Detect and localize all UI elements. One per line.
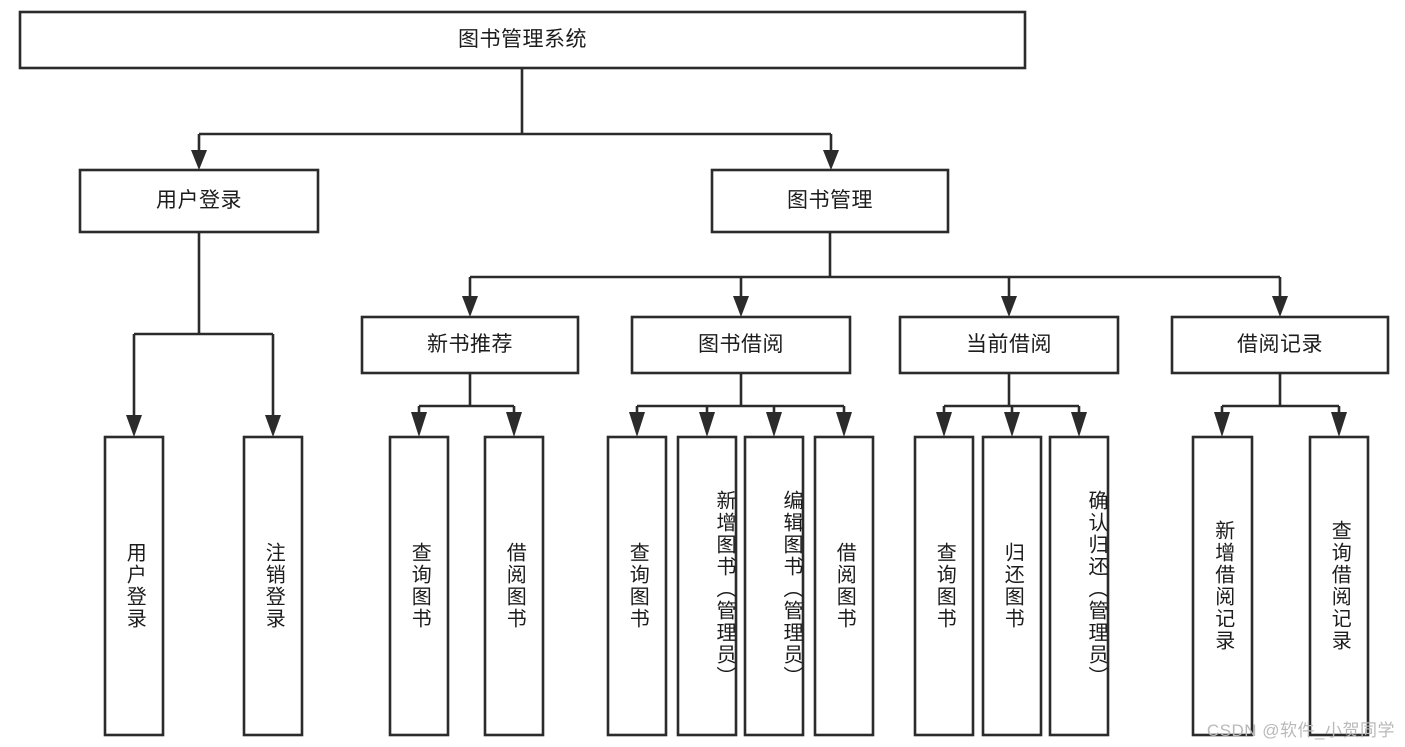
arrow-head-book-borrow	[733, 296, 749, 317]
arrow-head-leaf-user-login	[126, 415, 142, 437]
node-box-new-book-recommend[interactable]	[360, 315, 580, 375]
arrow-head-current-borrow	[1001, 296, 1017, 317]
connectors-book-manage-to-level3	[462, 232, 1288, 317]
node-box-leaf-query-book-1[interactable]	[388, 435, 450, 737]
connectors-book-borrow-to-leaves	[629, 373, 852, 437]
node-box-leaf-logout-login[interactable]	[242, 435, 304, 737]
arrow-head-leaf-return-book	[1004, 412, 1020, 437]
connectors-user-login-to-leaves	[126, 232, 281, 437]
node-box-user-login[interactable]	[78, 168, 320, 234]
arrow-head-leaf-add-book-admin	[699, 412, 715, 437]
connectors-current-borrow-to-leaves	[936, 373, 1087, 437]
connectors-root-to-level2	[191, 68, 839, 170]
arrow-head-leaf-confirm-return-admin	[1071, 412, 1087, 437]
node-box-book-borrow[interactable]	[630, 315, 852, 375]
node-box-leaf-edit-book-admin[interactable]	[743, 435, 805, 737]
arrow-head-leaf-add-borrow-record	[1214, 412, 1230, 437]
connectors-borrow-record-to-leaves	[1214, 373, 1347, 437]
node-box-leaf-add-book-admin[interactable]	[676, 435, 738, 737]
node-box-book-manage[interactable]	[710, 168, 950, 234]
arrow-head-leaf-edit-book-admin	[766, 412, 782, 437]
connectors-new-book-recommend-to-leaves	[411, 373, 522, 437]
arrow-head-book-manage	[823, 150, 839, 170]
arrow-head-leaf-borrow-book-1	[506, 412, 522, 437]
node-box-leaf-borrow-book-2[interactable]	[813, 435, 875, 737]
watermark-text: CSDN @软件_小贺同学	[1206, 721, 1395, 740]
arrow-head-leaf-query-book-1	[411, 412, 427, 437]
arrow-head-leaf-query-borrow-record	[1331, 412, 1347, 437]
node-box-leaf-query-borrow-record[interactable]	[1308, 435, 1370, 737]
arrow-head-borrow-record	[1272, 296, 1288, 317]
arrow-head-leaf-borrow-book-2	[836, 412, 852, 437]
node-box-borrow-record[interactable]	[1170, 315, 1390, 375]
node-box-root[interactable]	[18, 10, 1027, 70]
node-box-leaf-query-book-3[interactable]	[913, 435, 975, 737]
node-box-leaf-borrow-book-1[interactable]	[483, 435, 545, 737]
node-box-leaf-return-book[interactable]	[981, 435, 1043, 737]
node-box-leaf-user-login[interactable]	[103, 435, 165, 737]
arrow-head-leaf-query-book-3	[936, 412, 952, 437]
arrow-head-leaf-query-book-2	[629, 412, 645, 437]
node-box-leaf-confirm-return-admin[interactable]	[1048, 435, 1110, 737]
node-box-current-borrow[interactable]	[898, 315, 1120, 375]
node-box-leaf-add-borrow-record[interactable]	[1191, 435, 1254, 737]
node-box-leaf-query-book-2[interactable]	[606, 435, 668, 737]
arrow-head-leaf-logout-login	[265, 415, 281, 437]
arrow-head-user-login	[191, 150, 207, 170]
arrow-head-new-book-recommend	[462, 296, 478, 317]
